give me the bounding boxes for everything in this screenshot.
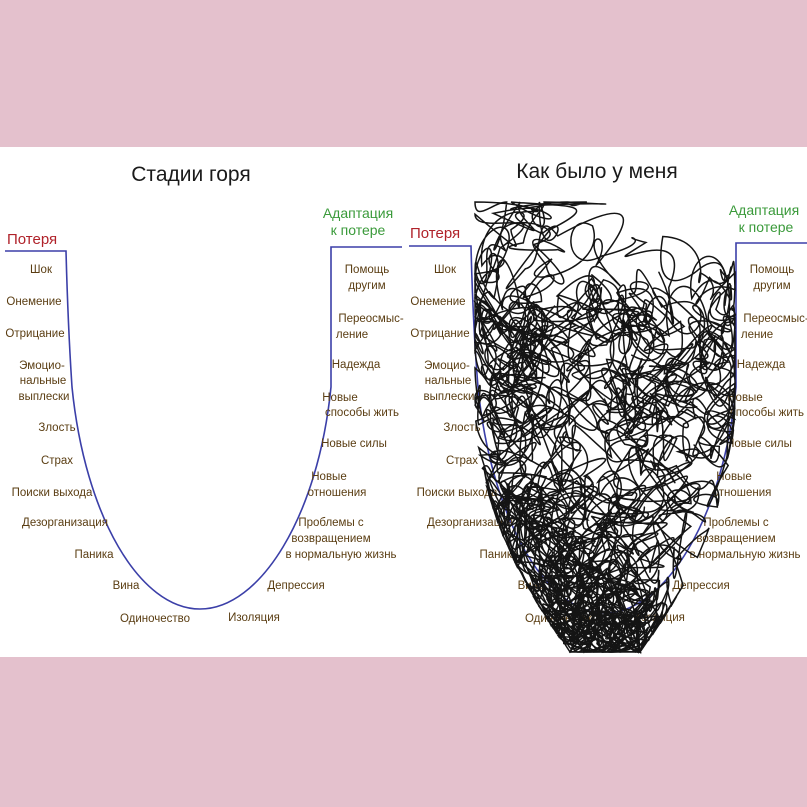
right-stage-fear: Страх xyxy=(446,455,478,467)
left-stage-disorg: Дезорганизация xyxy=(22,517,108,529)
left-stage-emo-3: выплески xyxy=(19,391,70,403)
left-stage-numbness: Онемение xyxy=(6,296,61,308)
left-stage-denial: Отрицание xyxy=(5,328,64,340)
left-stage-shock: Шок xyxy=(30,264,53,276)
right-stage-problems-2: возвращением xyxy=(696,533,775,545)
left-stage-problems-3: в нормальную жизнь xyxy=(285,549,396,561)
diagram-panel: Стадии горя Потеря Адаптация к потере Шо… xyxy=(0,147,807,657)
right-stage-newways-1: Новые xyxy=(727,392,762,404)
right-stage-problems-1: Проблемы с xyxy=(703,517,769,529)
tangled-scribble xyxy=(473,201,737,655)
right-stage-newrel-1: Новые xyxy=(716,471,751,483)
left-stage-rethink-2: ление xyxy=(336,329,368,341)
left-stage-problems-1: Проблемы с xyxy=(298,517,364,529)
left-stage-fear: Страх xyxy=(41,455,73,467)
right-diagram: Как было у меня Потеря Адаптация к потер… xyxy=(409,160,807,655)
left-loss-label: Потеря xyxy=(7,231,57,248)
right-stage-rethink-1: Переосмыс- xyxy=(743,313,807,325)
left-stage-hope: Надежда xyxy=(332,359,381,371)
right-stage-newways-2: способы жить xyxy=(730,407,804,419)
right-stage-depression: Депрессия xyxy=(672,580,729,592)
left-adapt-label-2: к потере xyxy=(331,222,386,238)
right-stage-shock: Шок xyxy=(434,264,457,276)
right-stage-disorg: Дезорганизация xyxy=(427,517,513,529)
left-stage-guilt: Вина xyxy=(113,580,140,592)
left-stage-problems-2: возвращением xyxy=(291,533,370,545)
diagram-canvas: Стадии горя Потеря Адаптация к потере Шо… xyxy=(5,160,807,655)
right-stage-anger: Злость xyxy=(443,422,480,434)
scribble-stroke xyxy=(493,275,699,463)
right-stage-help-1: Помощь xyxy=(750,264,794,276)
right-stage-emo-1: Эмоцио- xyxy=(424,360,470,372)
left-stage-help-2: другим xyxy=(348,280,385,292)
right-loss-label: Потеря xyxy=(410,225,460,242)
left-stage-anger: Злость xyxy=(38,422,75,434)
left-stage-panic: Паника xyxy=(74,549,114,561)
left-stage-newways-2: способы жить xyxy=(325,407,399,419)
right-stage-search: Поиски выхода xyxy=(417,487,498,499)
left-stage-lonely: Одиночество xyxy=(120,613,190,625)
left-title: Стадии горя xyxy=(131,163,250,186)
right-stage-denial: Отрицание xyxy=(410,328,469,340)
right-stage-numbness: Онемение xyxy=(410,296,465,308)
left-stage-newrel-1: Новые xyxy=(311,471,346,483)
right-stage-hope: Надежда xyxy=(737,359,786,371)
scribble-stroke xyxy=(473,247,666,409)
left-diagram: Стадии горя Потеря Адаптация к потере Шо… xyxy=(5,163,404,625)
right-stage-newstrength: Новые силы xyxy=(726,438,792,450)
scribble-stroke xyxy=(498,435,693,654)
left-stage-depression: Депрессия xyxy=(267,580,324,592)
left-stage-help-1: Помощь xyxy=(345,264,389,276)
right-adapt-label-2: к потере xyxy=(739,219,794,235)
right-stage-rethink-2: ление xyxy=(741,329,773,341)
right-stage-help-2: другим xyxy=(753,280,790,292)
left-adapt-label-1: Адаптация xyxy=(323,205,393,221)
scribble-stroke xyxy=(474,201,676,352)
left-stage-rethink-1: Переосмыс- xyxy=(338,313,404,325)
left-stage-newstrength: Новые силы xyxy=(321,438,387,450)
left-stage-isolation: Изоляция xyxy=(228,612,280,624)
right-adapt-label-1: Адаптация xyxy=(729,202,799,218)
left-stage-emo-2: нальные xyxy=(20,375,66,387)
right-title: Как было у меня xyxy=(516,160,677,183)
right-stage-emo-2: нальные xyxy=(425,375,471,387)
left-stage-newrel-2: отношения xyxy=(308,487,367,499)
left-stage-newways-1: Новые xyxy=(322,392,357,404)
right-stage-problems-3: в нормальную жизнь xyxy=(689,549,800,561)
right-stage-newrel-2: отношения xyxy=(713,487,772,499)
left-stage-emo-1: Эмоцио- xyxy=(19,360,65,372)
left-grief-curve xyxy=(5,246,402,610)
left-stage-search: Поиски выхода xyxy=(12,487,93,499)
scribble-stroke xyxy=(494,382,701,599)
right-stage-emo-3: выплески xyxy=(424,391,475,403)
right-stage-panic: Паника xyxy=(479,549,519,561)
